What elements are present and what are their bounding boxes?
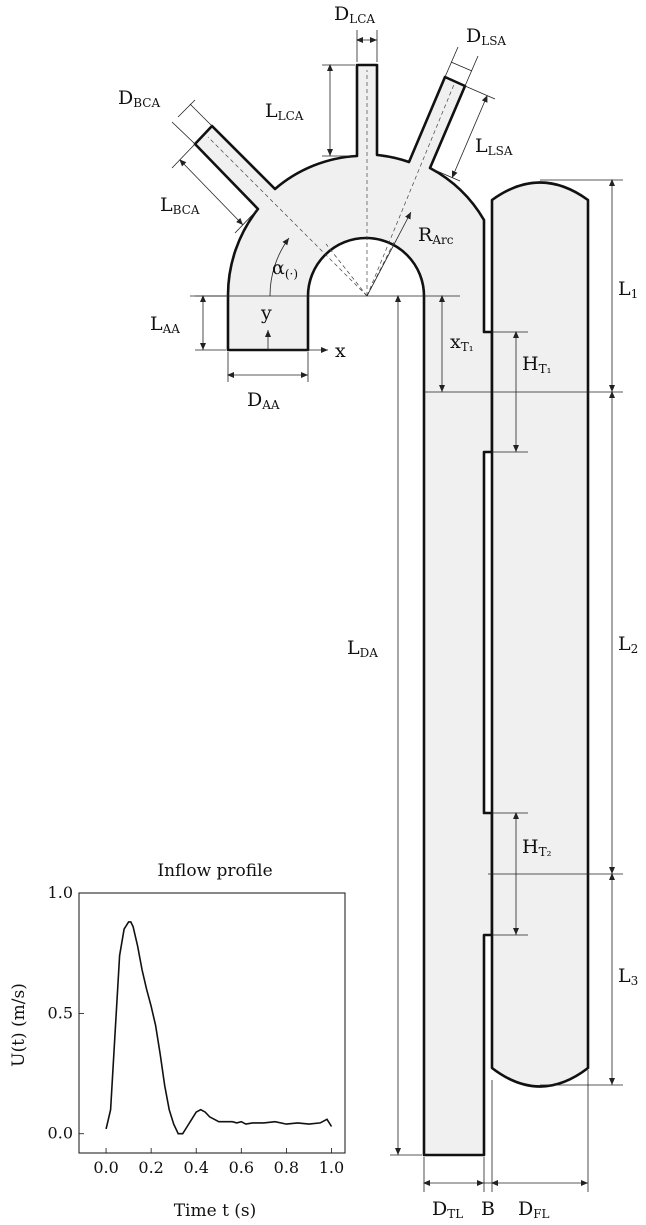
label-l-bca: LBCA [160, 194, 200, 217]
aortic-arch-true-lumen [193, 63, 494, 1157]
label-l-lca: LLCA [265, 100, 304, 123]
false-lumen [490, 181, 590, 1088]
x-tick-label: 0.6 [229, 1158, 254, 1177]
x-tick-label: 0.2 [138, 1158, 163, 1177]
label-l2: L2 [618, 633, 638, 656]
y-tick-label: 0.5 [48, 1003, 73, 1022]
x-tick-label: 0.8 [274, 1158, 299, 1177]
r-arc-arrow [366, 211, 412, 297]
dimension-lines [171, 30, 623, 1192]
label-l1: L1 [618, 278, 638, 301]
label-d-aa: DAA [247, 389, 280, 412]
x-tick-label: 0.4 [183, 1158, 208, 1177]
label-d-tl: DTL [432, 1198, 463, 1221]
label-l-lsa: LLSA [475, 135, 513, 158]
label-d-lca: DLCA [334, 3, 375, 26]
chart-title: Inflow profile [157, 861, 272, 881]
x-tick-label: 1.0 [319, 1158, 344, 1177]
alpha-angle-arc [269, 237, 290, 297]
label-l-da: LDA [347, 637, 378, 660]
label-x-t1: xT₁ [450, 331, 474, 354]
label-d-fl: DFL [518, 1198, 550, 1221]
series-line-inflow [105, 921, 333, 1135]
label-x-axis: x [335, 340, 346, 362]
label-b: B [481, 1198, 495, 1220]
label-l-aa: LAA [150, 313, 180, 336]
label-alpha: α(·) [272, 257, 298, 281]
inflow-profile-chart: Inflow profile 0.0 0.2 0.4 0.6 0.8 1.0 0.0 0.5 1… [9, 861, 346, 1221]
label-l3: L3 [618, 965, 638, 988]
label-y-axis: y [260, 302, 272, 324]
y-tick-label: 0.0 [48, 1124, 73, 1143]
x-tick-label: 0.0 [93, 1158, 118, 1177]
label-h-t2: HT₂ [522, 836, 552, 859]
label-h-t1: HT₁ [522, 353, 551, 376]
label-d-bca: DBCA [118, 87, 160, 110]
plot-frame [78, 892, 346, 1154]
y-tick-label: 1.0 [48, 883, 73, 902]
x-axis-label: Time t (s) [174, 1201, 257, 1221]
tick-layer: 0.0 0.2 0.4 0.6 0.8 1.0 0.0 0.5 1.0 [48, 883, 345, 1177]
label-d-lsa: DLSA [466, 25, 506, 48]
y-axis-label: U(t) (m/s) [9, 983, 29, 1067]
label-r-arc: RArc [418, 224, 454, 247]
